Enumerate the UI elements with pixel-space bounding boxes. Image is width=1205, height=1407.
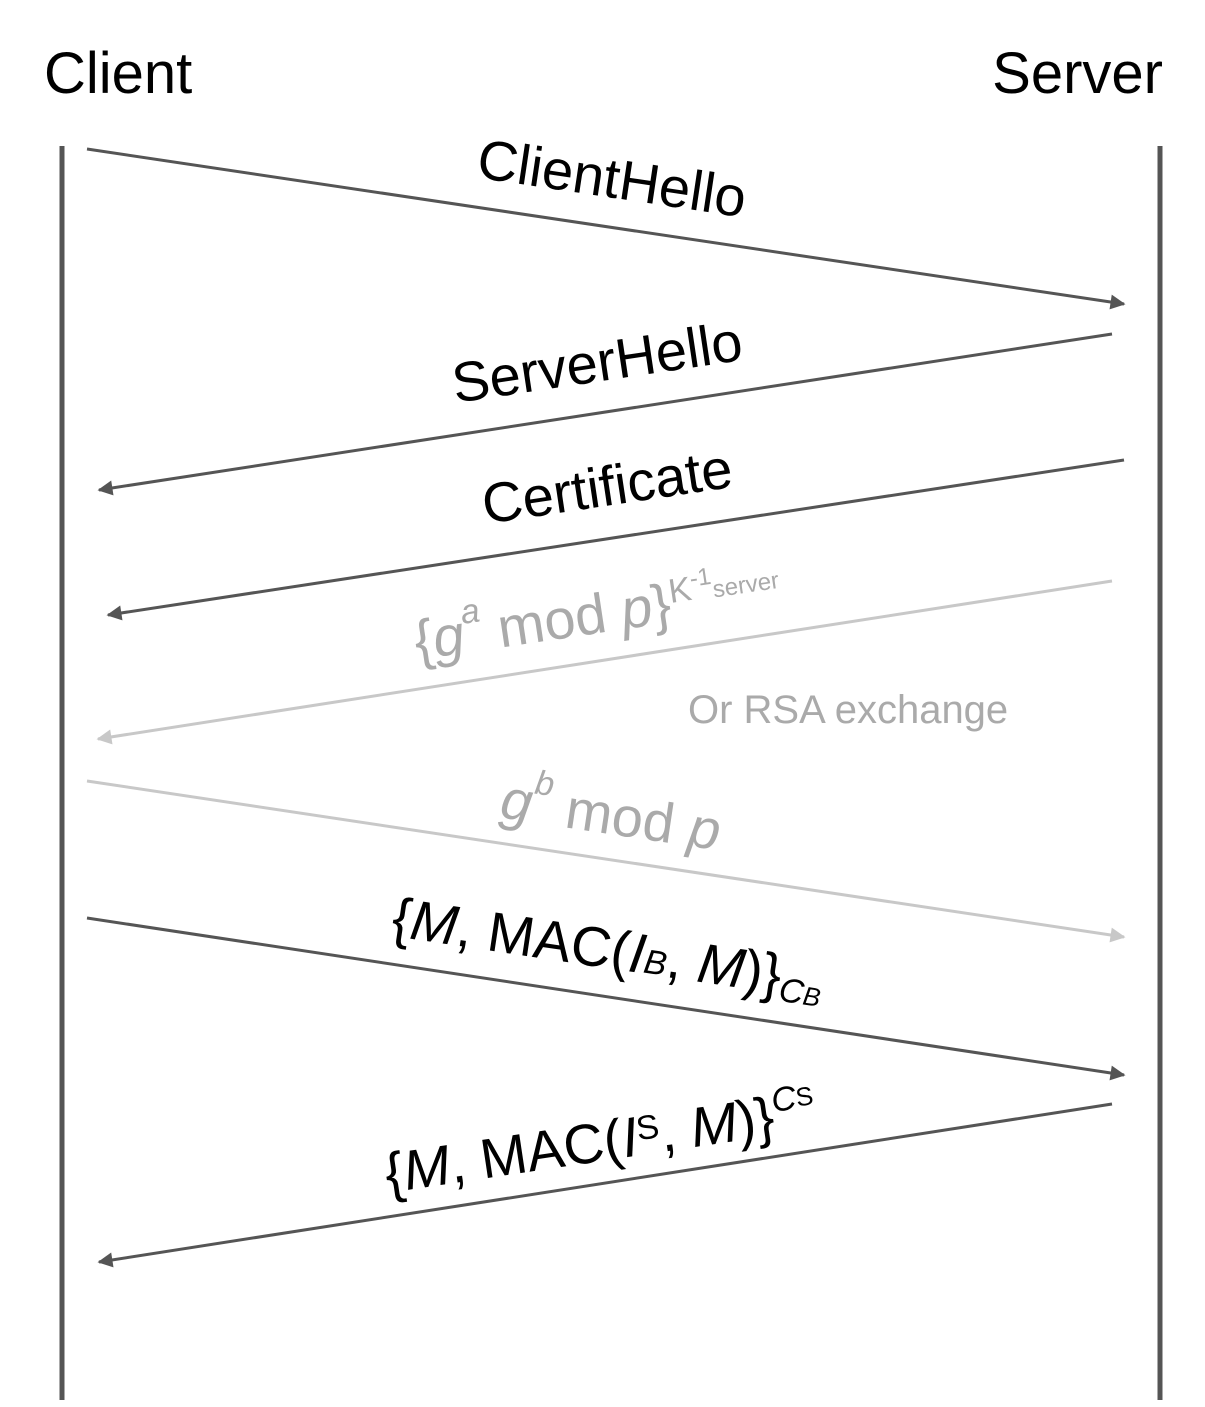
message-server-dh: {ga mod p}K-1server [96,547,1113,745]
rsa-exchange-note: Or RSA exchange [688,688,1008,732]
client-dh-arrow [86,779,1126,943]
server-hello-label: ServerHello [448,309,747,415]
server-data-arrow [97,1102,1113,1268]
server-dh-arrow [96,579,1113,745]
message-client-hello: ClientHello [86,127,1126,310]
certificate-arrow [106,458,1125,621]
message-server-data: {M, MAC(IS, M)}CS [97,1079,1113,1268]
server-dh-label: {ga mod p}K-1server [409,547,785,671]
client-hello-arrow [86,147,1126,310]
certificate-label: Certificate [478,436,737,536]
client-data-label: {M, MAC(IB, M)}CB [388,885,828,1015]
server-hello-arrow [97,332,1113,496]
message-client-dh: gb mod p [86,759,1126,943]
client-dh-label: gb mod p [497,759,726,861]
client-data-arrow [86,916,1126,1081]
server-party-label: Server [992,41,1163,106]
client-party-label: Client [44,41,192,106]
